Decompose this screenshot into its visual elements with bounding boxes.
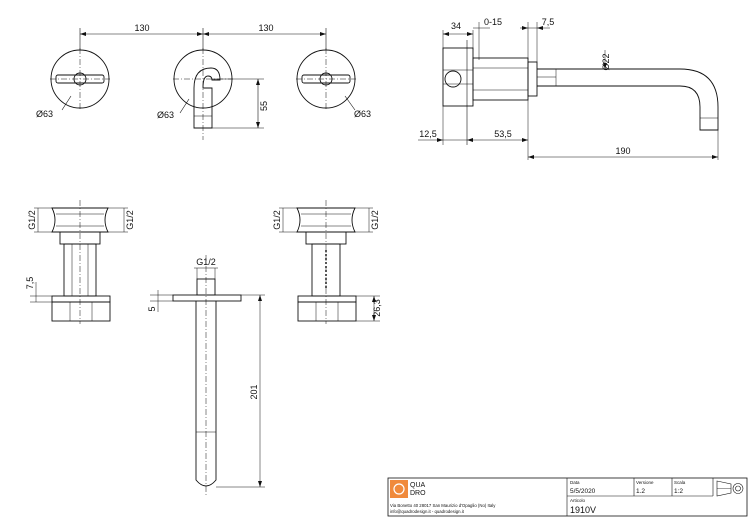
dim-dia-left: Ø63 — [36, 109, 53, 119]
company-contact: info@quadrodesign.it - quadrodesign.it — [390, 509, 465, 514]
dim-5: 5 — [147, 306, 157, 311]
top-view: 130 130 Ø63 55 Ø63 — [36, 23, 371, 140]
dim-26-3: 26,3 — [372, 299, 382, 317]
dim-dia-22: Ø22 — [601, 53, 611, 70]
dim-34: 34 — [451, 21, 461, 31]
thread-right-b: G1/2 — [370, 210, 380, 230]
left-handle-rosette: Ø63 — [36, 48, 110, 119]
quadro-logo-mark — [390, 480, 408, 498]
right-handle-rosette: Ø63 — [296, 48, 371, 119]
scale-label: Scala — [674, 480, 686, 485]
projection-symbol-icon — [716, 480, 744, 497]
logo-text-line2: DRO — [410, 490, 426, 497]
dim-7-5-top: 7,5 — [542, 17, 555, 27]
dim-spacing-left: 130 — [134, 23, 149, 33]
dim-dia-right: Ø63 — [354, 109, 371, 119]
date-value: 5/5/2020 — [570, 488, 596, 495]
spout-elevation: G1/2 5 201 — [147, 255, 265, 495]
thread-right-a: G1/2 — [272, 210, 282, 230]
dim-7-5-side: 7,5 — [25, 277, 35, 290]
logo-text-line1: QUA — [410, 482, 426, 489]
dim-spacing-right: 130 — [258, 23, 273, 33]
title-block: QUA DRO Via Bonetto 40 28017 San Maurizi… — [387, 477, 748, 517]
version-value: 1.2 — [636, 488, 645, 495]
article-label: Articolo — [570, 498, 586, 503]
dim-height-55: 55 — [259, 101, 269, 111]
article-value: 1910V — [570, 505, 596, 515]
dim-190: 190 — [615, 146, 630, 156]
version-label: Versione — [636, 480, 654, 485]
side-view: 34 0-15 7,5 Ø22 12,5 53,5 190 — [418, 17, 719, 160]
date-label: Data — [570, 480, 580, 485]
left-handle-elevation: G1/2 G1/2 7,5 — [25, 200, 135, 324]
dim-53-5: 53,5 — [494, 129, 512, 139]
thread-left-b: G1/2 — [125, 210, 135, 230]
dim-dia-center: Ø63 — [157, 110, 174, 120]
thread-left-a: G1/2 — [27, 210, 37, 230]
dim-12-5: 12,5 — [419, 129, 437, 139]
thread-spout: G1/2 — [196, 257, 216, 267]
company-address: Via Bonetto 40 28017 San Maurizio d'Opag… — [390, 503, 496, 508]
scale-value: 1:2 — [674, 488, 683, 495]
dim-201: 201 — [249, 384, 259, 399]
dim-0-15: 0-15 — [484, 17, 502, 27]
spout-rosette: 55 Ø63 — [157, 48, 269, 140]
right-handle-elevation: G1/2 G1/2 26,3 — [272, 200, 382, 324]
